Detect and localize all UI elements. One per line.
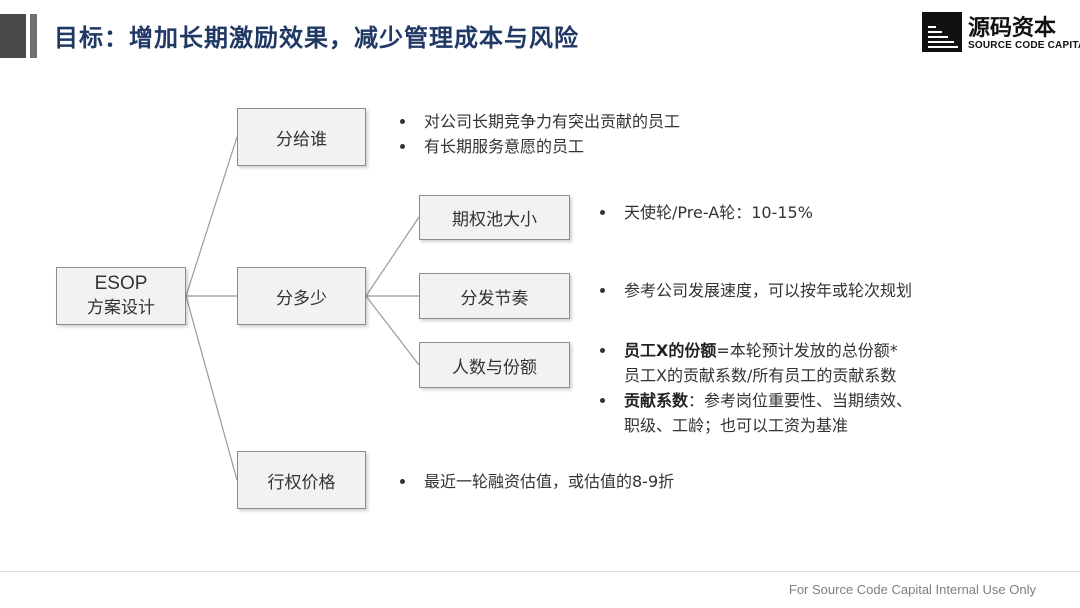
node-exercise-price-label: 行权价格 (267, 472, 336, 493)
node-pool-size: 期权池大小 (419, 195, 570, 240)
connector-howmuch-headcount (365, 295, 420, 366)
footer-divider (0, 571, 1080, 572)
footer-note: For Source Code Capital Internal Use Onl… (788, 582, 1036, 597)
logo-mark-icon (922, 12, 962, 52)
formula-rest: =本轮预计发放的总份额* (716, 341, 898, 360)
node-schedule: 分发节奏 (419, 273, 570, 319)
coefficient-rest: ：参考岗位重要性、当期绩效、 (688, 391, 913, 410)
bullet-item-formula: 员工X的份额=本轮预计发放的总份额* 员工X的贡献系数/所有员工的贡献系数 (596, 338, 912, 388)
node-esop-design: ESOP 方案设计 (56, 267, 186, 325)
node-how-much-label: 分多少 (276, 288, 327, 309)
node-headcount-share-label: 人数与份额 (452, 357, 537, 378)
connector-howmuch-pool (365, 216, 420, 297)
node-esop-line1: ESOP (94, 273, 148, 294)
who-bullets: 对公司长期竞争力有突出贡献的员工 有长期服务意愿的员工 (396, 109, 680, 159)
price-bullets: 最近一轮融资估值，或估值的8-9折 (396, 469, 674, 494)
logo-name-en: SOURCE CODE CAPITAL (968, 40, 1080, 51)
page-title: 目标：增加长期激励效果，减少管理成本与风险 (54, 24, 579, 52)
formula-bold: 员工X的份额 (624, 341, 717, 360)
node-who-label: 分给谁 (276, 129, 327, 150)
company-logo: 源码资本 SOURCE CODE CAPITAL (922, 12, 1080, 56)
node-headcount-share: 人数与份额 (419, 342, 570, 388)
bullet-item: 对公司长期竞争力有突出贡献的员工 (396, 109, 680, 134)
bullet-item: 天使轮/Pre-A轮：10-15% (596, 200, 813, 225)
bullet-item: 有长期服务意愿的员工 (396, 134, 680, 159)
node-how-much: 分多少 (237, 267, 366, 325)
schedule-bullets: 参考公司发展速度，可以按年或轮次规划 (596, 278, 912, 303)
logo-name-cn: 源码资本 (968, 15, 1057, 41)
bullet-item: 参考公司发展速度，可以按年或轮次规划 (596, 278, 912, 303)
node-pool-size-label: 期权池大小 (452, 210, 537, 230)
pool-bullets: 天使轮/Pre-A轮：10-15% (596, 200, 813, 225)
headcount-bullets: 员工X的份额=本轮预计发放的总份额* 员工X的贡献系数/所有员工的贡献系数 贡献… (596, 338, 912, 438)
node-esop-line2: 方案设计 (87, 298, 155, 318)
node-who: 分给谁 (237, 108, 366, 166)
node-schedule-label: 分发节奏 (460, 288, 529, 309)
coefficient-bold: 贡献系数 (624, 391, 689, 410)
bullet-item-coefficient: 贡献系数：参考岗位重要性、当期绩效、 职级、工龄；也可以工资为基准 (596, 388, 912, 438)
connector-root-who (185, 136, 238, 297)
coefficient-line2: 职级、工龄；也可以工资为基准 (624, 416, 849, 435)
connector-root-price (185, 295, 238, 481)
bullet-item: 最近一轮融资估值，或估值的8-9折 (396, 469, 674, 494)
title-accent-bar (0, 14, 40, 58)
formula-line2: 员工X的贡献系数/所有员工的贡献系数 (624, 366, 897, 385)
node-exercise-price: 行权价格 (237, 451, 366, 509)
